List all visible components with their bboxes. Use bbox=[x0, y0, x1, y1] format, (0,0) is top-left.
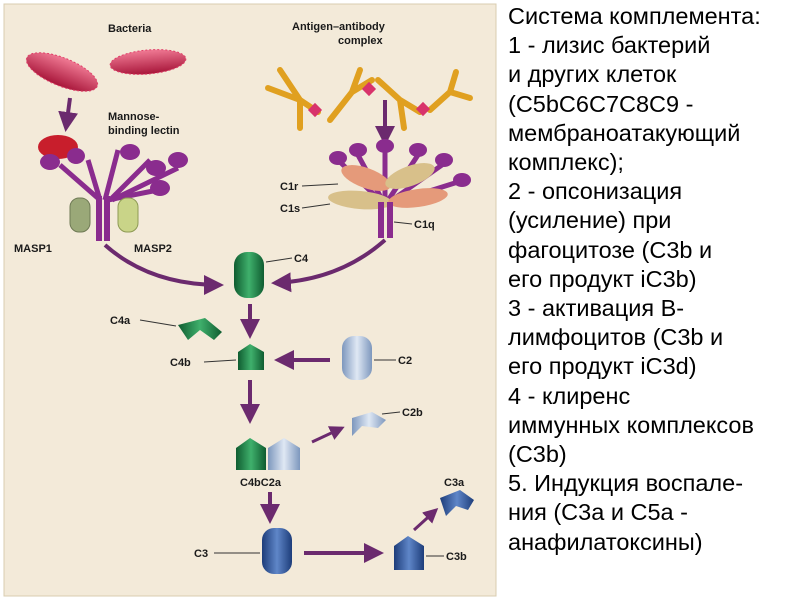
leader-c4b bbox=[203, 359, 237, 363]
complement-system-description: Система комплемента: 1 - лизис бактерий … bbox=[508, 2, 800, 598]
label-antigen-antibody-line1: Antigen–antibody bbox=[292, 21, 386, 33]
leader-c4 bbox=[265, 257, 293, 263]
label-c3b: C3b bbox=[446, 551, 467, 563]
label-c2: C2 bbox=[398, 355, 412, 367]
label-c4bc2a: C4bC2a bbox=[240, 477, 282, 489]
label-c4a: C4a bbox=[110, 315, 131, 327]
text-line: фагоцитозе (C3b и bbox=[508, 236, 713, 263]
label-c3: C3 bbox=[194, 548, 208, 560]
label-c4: C4 bbox=[294, 253, 309, 265]
c4b-fragment bbox=[238, 344, 264, 370]
c2b-fragment bbox=[352, 412, 386, 436]
text-line: его продукт iC3d) bbox=[508, 353, 697, 380]
arrow-lectin-to-c4 bbox=[103, 243, 224, 295]
diagram-background bbox=[3, 3, 497, 597]
arrow-to-c2b bbox=[311, 426, 345, 444]
leader-c1s bbox=[301, 203, 331, 209]
label-c3a: C3a bbox=[444, 477, 465, 489]
text-line: (усиление) при bbox=[508, 207, 672, 234]
arrow-classical-to-c4 bbox=[271, 238, 387, 293]
c4a-fragment bbox=[178, 318, 222, 340]
text-line: и других клеток bbox=[508, 61, 677, 88]
c4bc2a-complex bbox=[236, 438, 300, 470]
c1-complex-illustration bbox=[328, 139, 471, 238]
antigen-antibody-complex bbox=[265, 67, 473, 131]
label-c1r: C1r bbox=[280, 181, 299, 193]
bacteria-illustration bbox=[25, 49, 187, 92]
text-line: 2 - опсонизация bbox=[508, 178, 683, 205]
leader-c1r bbox=[301, 183, 339, 187]
arrow-to-c3a bbox=[412, 507, 439, 532]
text-line: анафилатоксины) bbox=[508, 528, 703, 555]
label-masp2: MASP2 bbox=[134, 243, 172, 255]
text-line: 4 - клиренс bbox=[508, 382, 631, 409]
text-line: 3 - активация В- bbox=[508, 295, 685, 322]
text-line: его продукт iC3b) bbox=[508, 265, 697, 292]
leader-c4a bbox=[139, 319, 177, 327]
text-line: лимфоцитов (C3b и bbox=[508, 324, 724, 351]
c3b-fragment bbox=[394, 536, 424, 570]
complement-pathway-diagram: Bacteria Antigen–antibody complex Mannos… bbox=[3, 3, 497, 597]
c2-molecule bbox=[342, 336, 372, 380]
text-line: 1 - лизис бактерий bbox=[508, 32, 711, 59]
c3a-fragment bbox=[440, 490, 474, 516]
label-mannose-line2: binding lectin bbox=[108, 125, 180, 137]
leader-c1q bbox=[393, 221, 413, 225]
text-line: (C5bC6C7C8C9 - bbox=[508, 90, 694, 117]
text-line: мембраноатакующий bbox=[508, 119, 741, 146]
c4-molecule bbox=[234, 252, 264, 298]
label-c1s: C1s bbox=[280, 203, 300, 215]
leader-c2b bbox=[381, 411, 401, 415]
text-line: (C3b) bbox=[508, 441, 567, 468]
label-bacteria: Bacteria bbox=[108, 23, 152, 35]
arrow-bacteria-to-mbl bbox=[58, 97, 79, 132]
text-line: Система комплемента: bbox=[508, 3, 761, 29]
label-c2b: C2b bbox=[402, 407, 423, 419]
label-mannose-line1: Mannose- bbox=[108, 111, 160, 123]
mannose-binding-lectin-illustration bbox=[38, 135, 188, 241]
label-masp1: MASP1 bbox=[14, 243, 52, 255]
label-antigen-antibody-line2: complex bbox=[338, 35, 384, 47]
label-c4b: C4b bbox=[170, 357, 191, 369]
text-line: комплекс); bbox=[508, 149, 624, 176]
text-line: иммунных комплексов bbox=[508, 411, 754, 438]
text-line: 5. Индукция воспале- bbox=[508, 470, 744, 497]
c3-molecule bbox=[262, 528, 292, 574]
label-c1q: C1q bbox=[414, 219, 435, 231]
text-line: ния (C3a и C5a - bbox=[508, 499, 688, 526]
